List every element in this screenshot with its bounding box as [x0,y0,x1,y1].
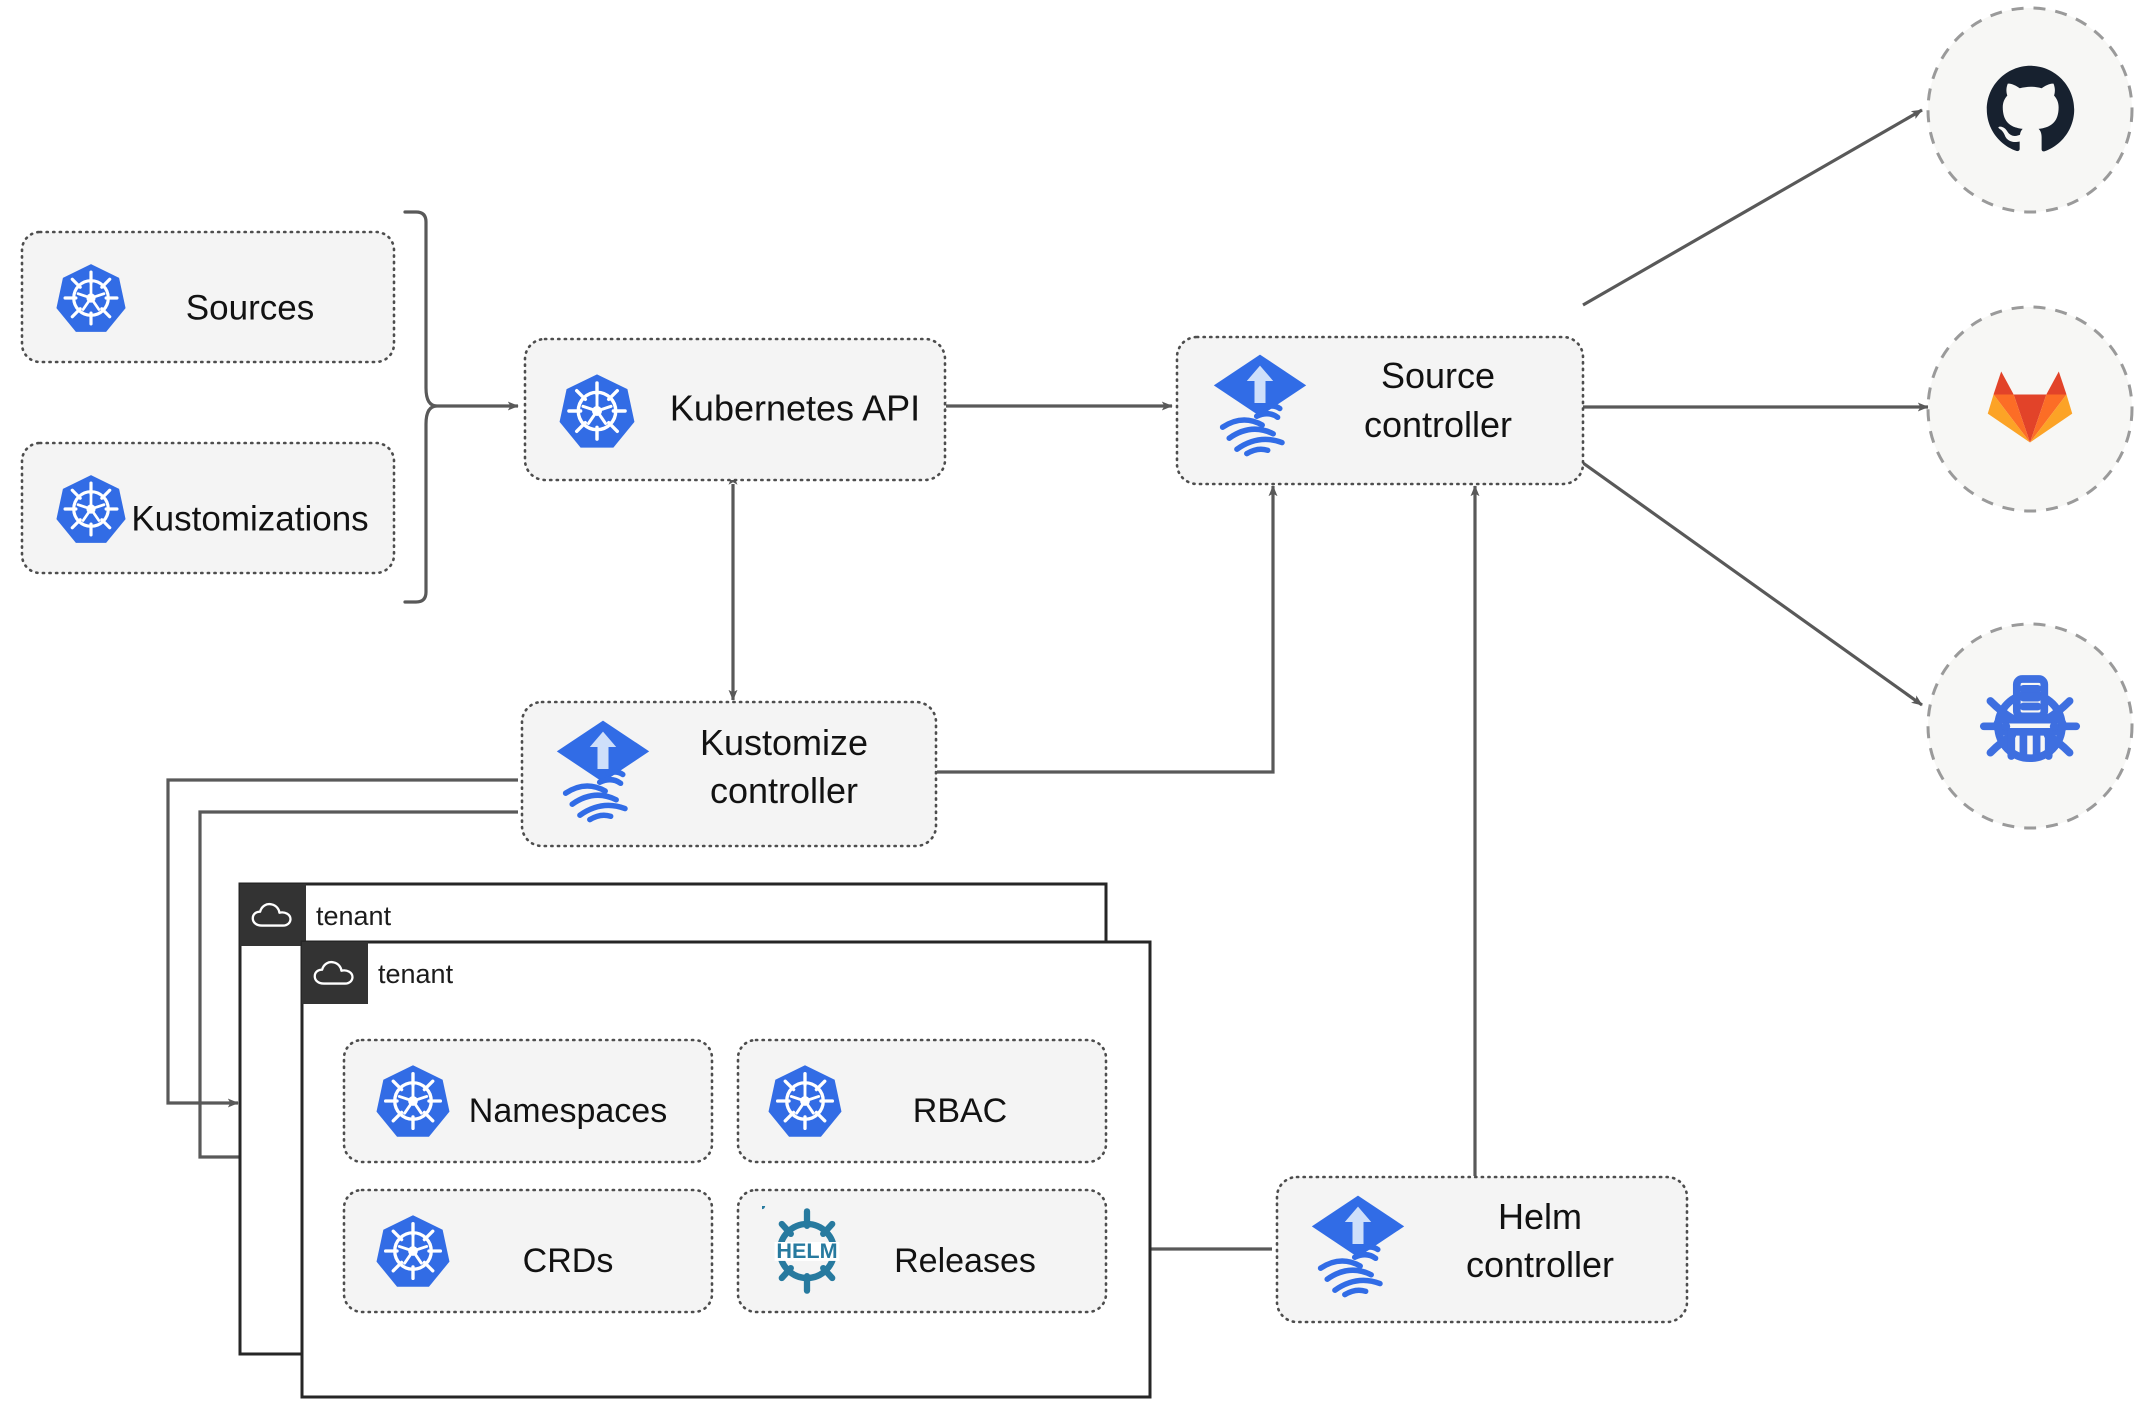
node-kubernetes-api-box [523,337,947,482]
tenant-back-label: tenant [316,901,392,931]
node-rbac-box [736,1038,1108,1164]
node-crds-box [342,1188,714,1314]
edge-kustomize-to-source-controller [937,485,1278,774]
node-crds-label: CRDs [523,1242,614,1280]
node-namespaces[interactable]: Namespaces [342,1038,714,1164]
node-gitlab[interactable] [1926,305,2134,513]
node-source-controller[interactable]: Source controller [1175,335,1585,486]
node-sources[interactable]: Sources [20,230,396,364]
node-releases-box [736,1188,1108,1314]
node-kustomizations-box [20,441,396,575]
node-kubernetes-api[interactable]: Kubernetes API [523,337,947,482]
node-helm-controller-label-2: controller [1466,1244,1614,1285]
node-crds[interactable]: CRDs [342,1188,714,1314]
node-kustomizations[interactable]: Kustomizations [20,441,396,575]
tenant-front-label: tenant [378,959,454,989]
node-kustomizations-label: Kustomizations [131,499,368,538]
tenant-front-box [300,940,1152,1399]
tenant-front-header [302,942,368,1004]
node-sources-label: Sources [186,288,314,327]
node-kustomize-controller[interactable]: Kustomize controller [520,700,938,848]
node-kubernetes-api-label: Kubernetes API [670,388,920,429]
node-source-controller-label-2: controller [1364,404,1512,445]
tenant-front[interactable]: tenant [300,940,1152,1399]
edge-source-to-helm-repository [1582,461,1923,707]
tenant-back-header [240,884,306,946]
node-rbac[interactable]: RBAC [736,1038,1108,1164]
node-rbac-label: RBAC [913,1092,1007,1130]
node-kustomize-controller-label-2: controller [710,770,858,811]
node-source-controller-label-1: Source [1381,355,1495,396]
node-releases[interactable]: Releases [736,1188,1108,1314]
node-releases-label: Releases [894,1242,1036,1280]
node-github-circle [1926,6,2134,214]
node-namespaces-box [342,1038,714,1164]
node-namespaces-label: Namespaces [469,1092,667,1130]
node-helm-controller[interactable]: Helm controller [1275,1175,1689,1324]
edge-kustomize-to-tenant-back [166,778,518,1108]
edge-source-to-github [1582,108,1923,307]
node-helm-controller-label-1: Helm [1498,1196,1582,1237]
node-sources-box [20,230,396,364]
node-helm-repository[interactable] [1926,622,2134,830]
node-kustomize-controller-label-1: Kustomize [700,722,868,763]
node-github[interactable] [1926,6,2134,214]
node-helm-repository-circle [1926,622,2134,830]
